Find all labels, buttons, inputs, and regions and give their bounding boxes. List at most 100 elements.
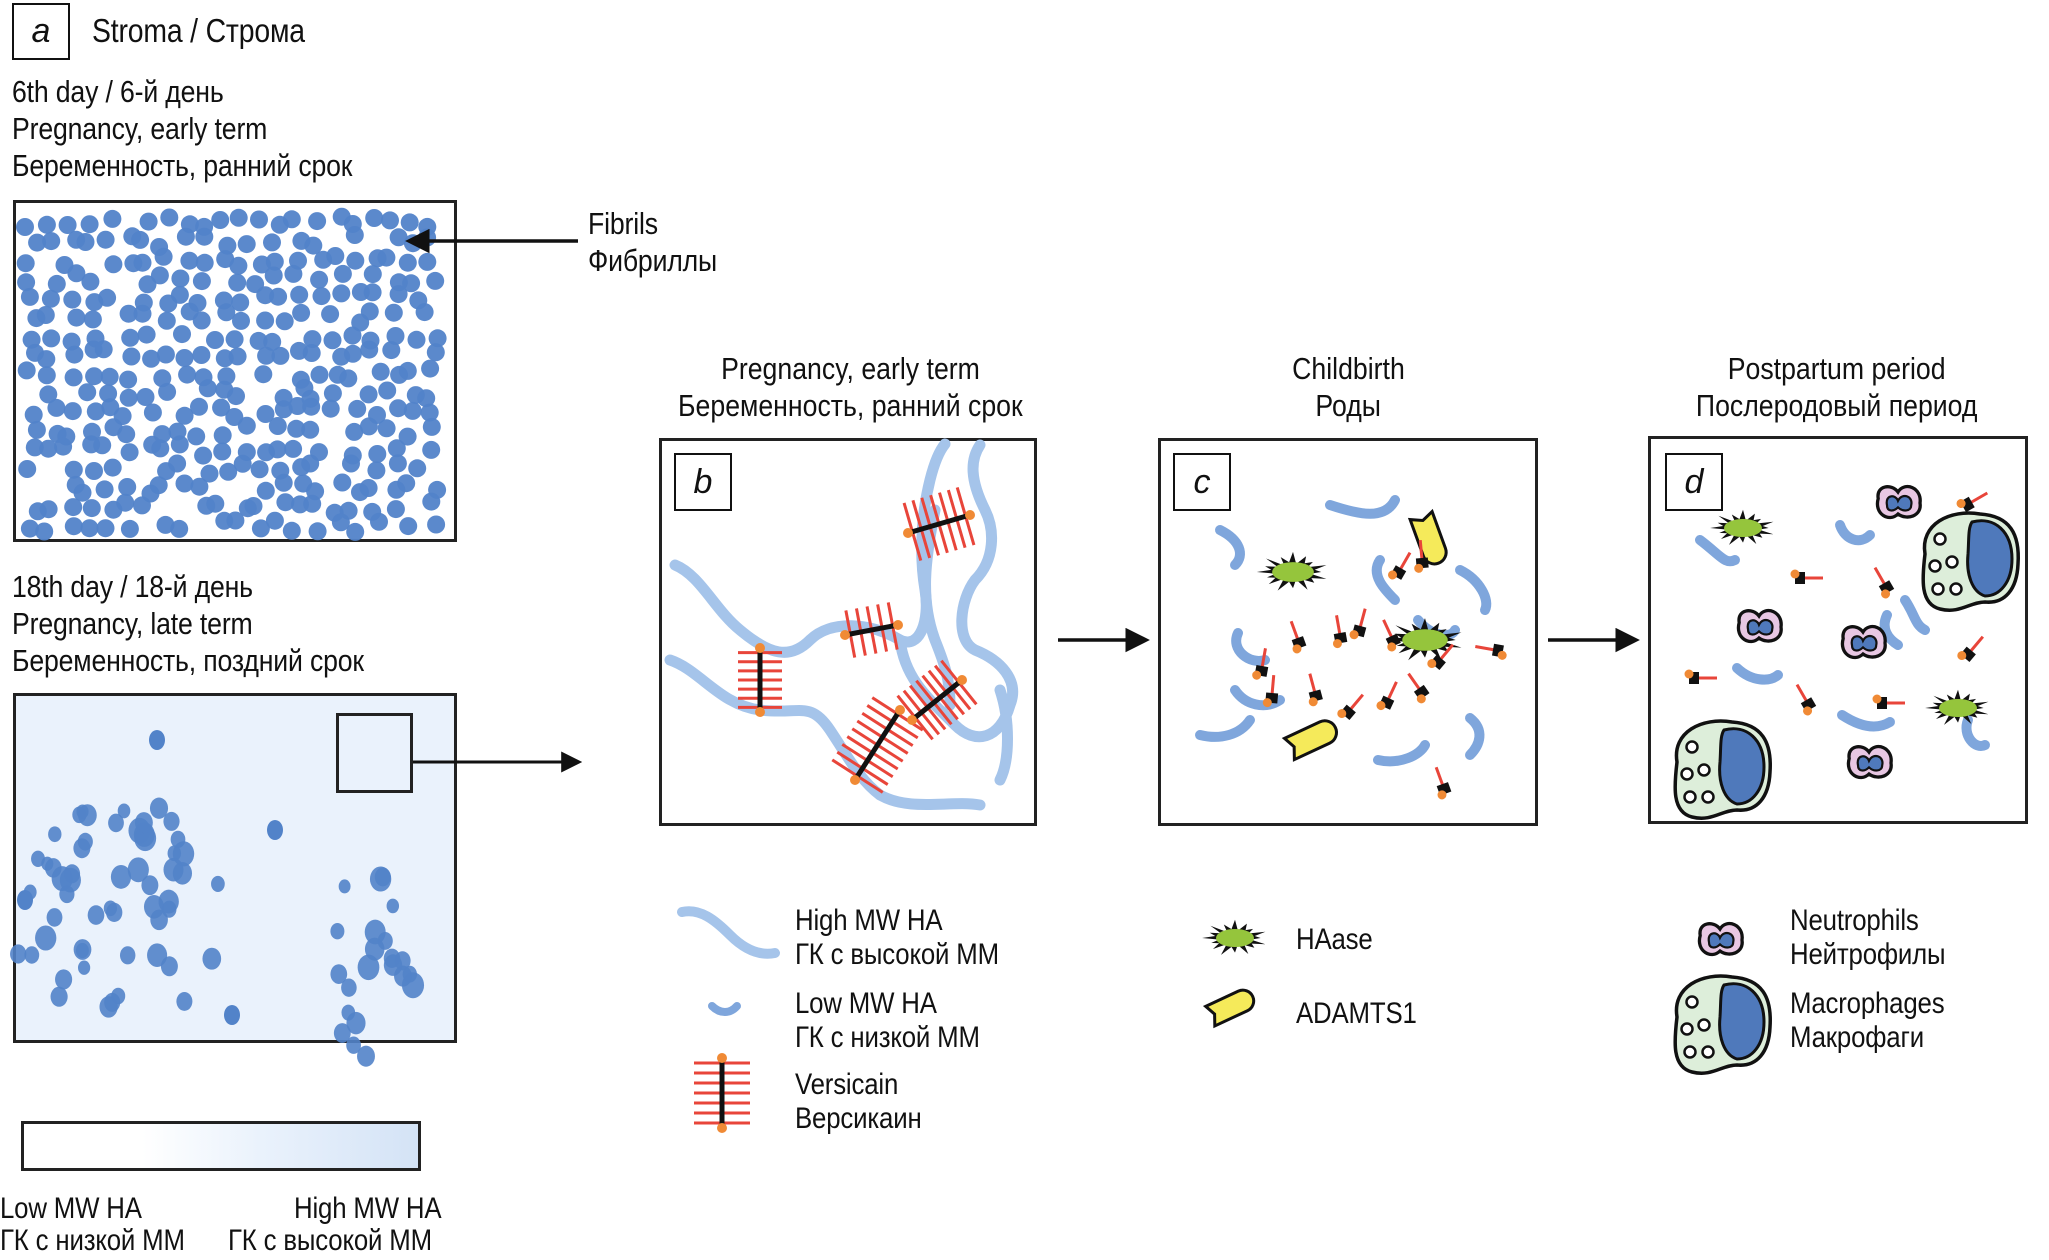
fibril-dot <box>67 308 86 327</box>
fibril-dot <box>339 369 358 388</box>
macrophage-vacuole <box>1933 532 1947 546</box>
legend-label: ГК с высокой ММ <box>795 938 999 971</box>
fibril-dot <box>37 350 56 369</box>
versican-core <box>852 708 903 782</box>
versican-fragment <box>1957 635 1985 662</box>
fibril-dot <box>310 365 329 384</box>
fibril-dot <box>195 253 214 272</box>
versican <box>831 696 924 794</box>
fragment-end <box>1308 697 1318 707</box>
fibril-dot <box>359 385 378 404</box>
versican <box>694 1053 750 1133</box>
fibril-dot <box>371 362 390 381</box>
fibril-dot <box>58 216 77 234</box>
haase-enzyme <box>1710 509 1774 545</box>
fibril-dot <box>94 340 113 359</box>
neutrophil <box>1697 921 1744 957</box>
fragment-end <box>1956 499 1966 509</box>
versican-core <box>844 622 899 638</box>
fibril-dot <box>149 797 169 819</box>
fibril-dot <box>96 519 115 538</box>
fragment-chain <box>1289 620 1300 641</box>
fibril-dot <box>225 408 244 426</box>
fibril-dot <box>250 460 269 479</box>
fibril-dot <box>330 922 345 940</box>
versican-fragment <box>1252 648 1269 680</box>
fibril-dot <box>257 346 276 365</box>
versican-core <box>910 678 964 722</box>
adamts1-enzyme <box>1281 719 1338 762</box>
fibril-dot <box>301 454 320 473</box>
fibril-dot <box>343 326 362 345</box>
fibril-dot <box>342 454 360 473</box>
fibril-dot <box>224 1005 240 1025</box>
fibril-dot <box>100 367 119 386</box>
fibril-dot <box>360 340 379 359</box>
versican-fragment <box>1956 491 1989 513</box>
fibril-dot <box>233 454 252 473</box>
low-mw-ha-fragment <box>1195 715 1255 742</box>
versican-end <box>717 1053 727 1063</box>
fibril-dot <box>17 890 33 910</box>
fibril-dot <box>133 304 152 323</box>
fibril-dot <box>142 349 161 368</box>
fibril-dot <box>99 384 118 403</box>
fibril-dot <box>47 274 66 293</box>
fibril-dot <box>420 403 439 422</box>
macrophage-vacuole <box>1697 763 1711 777</box>
fragment-chain <box>1969 491 1989 505</box>
fragment-chain <box>1260 648 1267 669</box>
fibril-dot <box>421 359 440 378</box>
fibril-dot <box>229 256 248 275</box>
fibril-dot <box>345 422 364 441</box>
fibril-dot <box>407 330 426 349</box>
fibril-dot <box>256 405 275 423</box>
versican-fragment <box>1349 608 1367 640</box>
versican <box>896 659 978 741</box>
fibril-dot <box>422 492 441 511</box>
fragment-chain <box>1358 608 1367 629</box>
fibril-dot <box>87 905 105 925</box>
fibril-dot <box>116 493 135 512</box>
legend-label: Версикаин <box>795 1102 922 1135</box>
fragment-end <box>1262 698 1272 708</box>
fibril-dot <box>64 517 83 536</box>
title-line: Pregnancy, early term <box>720 351 980 386</box>
versican-end <box>893 620 903 630</box>
fibril-dot <box>64 460 83 479</box>
fibril-dot <box>104 255 123 274</box>
fibril-dot <box>249 331 268 350</box>
mw-gradient-scale <box>21 1121 421 1171</box>
fibril-dot <box>290 285 309 304</box>
fibril-dot <box>48 826 62 843</box>
haase-enzyme <box>1256 551 1327 591</box>
fibril-dot <box>160 208 179 227</box>
fibril-dot <box>63 290 82 309</box>
fragment-chain <box>1475 645 1496 652</box>
legend-label: Low MW HA <box>795 987 937 1020</box>
fibril-dot <box>364 919 386 945</box>
fibril-dot <box>122 347 141 366</box>
fibril-dot <box>143 403 162 422</box>
fibril-dot <box>386 898 400 914</box>
fibril-dot <box>382 341 401 360</box>
fibril-dot <box>192 311 211 330</box>
fibril-dot <box>346 522 365 541</box>
fibril-dot <box>256 311 275 330</box>
fibrils-label-ru: Фибриллы <box>588 243 718 278</box>
fibril-dot <box>268 417 287 435</box>
neutrophil <box>1840 624 1887 660</box>
scale-left-label: Low MW HA <box>0 1192 142 1225</box>
low-mw-ha-fragment <box>1325 495 1400 519</box>
macrophage-vacuole <box>1945 555 1959 569</box>
fibril-dot <box>96 230 115 249</box>
fibril-dot <box>321 399 340 418</box>
fibril-dot <box>267 820 283 840</box>
fibril-dot <box>156 345 175 364</box>
fibril-dot <box>218 236 237 255</box>
low-mw-ha-fragment <box>1373 740 1430 767</box>
fibril-dot <box>365 209 384 227</box>
versican-fragment <box>1475 643 1507 660</box>
title-line: Беременность, ранний срок <box>677 388 1023 423</box>
